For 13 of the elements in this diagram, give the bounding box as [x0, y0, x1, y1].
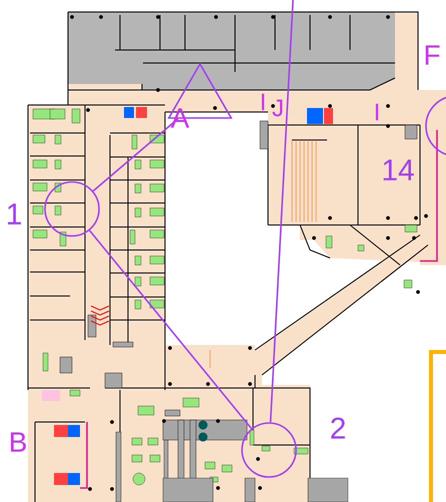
control-number: 2	[331, 418, 345, 438]
area-letter: F	[426, 45, 440, 65]
area-letter: J	[272, 100, 282, 116]
area-letter: I	[262, 94, 264, 110]
course-line	[270, 0, 294, 422]
control-number: 1	[8, 204, 21, 224]
area-letter: I	[376, 104, 378, 120]
course-line	[88, 230, 252, 429]
control-number: 14	[384, 160, 414, 180]
control-circle	[241, 422, 297, 478]
control-circle	[44, 181, 100, 237]
course-line	[92, 118, 178, 192]
area-letter: B	[10, 432, 26, 452]
